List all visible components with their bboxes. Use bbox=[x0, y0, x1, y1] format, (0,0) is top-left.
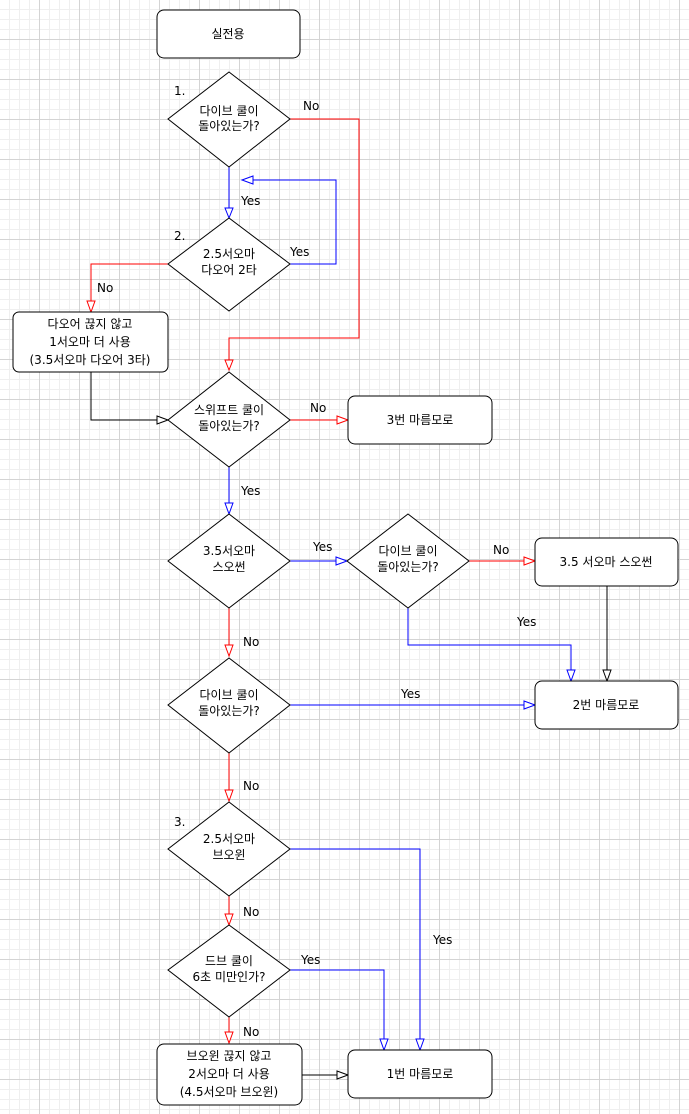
edge-d3-no-to-dv bbox=[224, 896, 234, 927]
decision-dive-cool-3: 다이브 쿨이 돌아있는가? bbox=[167, 657, 291, 754]
decision-35-seo-sun-line2: 스오썬 bbox=[212, 560, 245, 574]
process-bo-win-continue-line2: 2서오마 더 사용 bbox=[188, 1067, 270, 1081]
decision-25-bo-win-line2: 브오윈 bbox=[212, 848, 245, 862]
goto-diamond-1-label: 1번 마름모로 bbox=[387, 1067, 454, 1081]
label-no-dv: No bbox=[243, 1025, 259, 1039]
process-35-seo-sun: 3.5 서오마 스오썬 bbox=[534, 537, 679, 587]
edge-d2-no-to-daoeo bbox=[86, 263, 168, 314]
process-bo-win-continue: 브오윈 끊지 않고 2서오마 더 사용 (4.5서오마 브오윈) bbox=[156, 1043, 303, 1106]
label-no-d3: No bbox=[243, 905, 259, 919]
label-no-d2: No bbox=[97, 281, 113, 295]
edge-rbo-to-r1 bbox=[302, 1070, 350, 1080]
edge-dive3-yes-to-r2 bbox=[290, 700, 537, 710]
decision-dive-cool-1: 다이브 쿨이 돌아있는가? bbox=[167, 71, 291, 168]
label-yes-dive3: Yes bbox=[400, 687, 420, 701]
decision-dive-cool-2: 다이브 쿨이 돌아있는가? bbox=[346, 513, 470, 609]
process-35-seo-sun-label: 3.5 서오마 스오썬 bbox=[560, 555, 653, 569]
decision-dive-cool-2-line1: 다이브 쿨이 bbox=[378, 544, 437, 558]
goto-diamond-1: 1번 마름모로 bbox=[347, 1049, 493, 1099]
edge-d1-no-to-swift bbox=[224, 118, 360, 372]
edge-daoeo-to-swift bbox=[90, 372, 170, 425]
decision-swift-cool-line1: 스위프트 쿨이 bbox=[194, 403, 264, 417]
decision-dive-cool-3-line1: 다이브 쿨이 bbox=[199, 688, 258, 702]
decision-25-bo-win: 2.5서오마 브오윈 bbox=[167, 801, 291, 897]
label-yes-d35: Yes bbox=[312, 540, 332, 554]
process-bo-win-continue-line3: (4.5서오마 브오윈) bbox=[180, 1085, 279, 1099]
edge-dive2-no-to-r35 bbox=[469, 556, 537, 566]
goto-diamond-2: 2번 마름모로 bbox=[534, 680, 679, 730]
decision-swift-cool-line2: 돌아있는가? bbox=[198, 419, 260, 433]
label-no-d1: No bbox=[303, 99, 319, 113]
label-no-swift: No bbox=[310, 401, 326, 415]
decision-daoeo-2hit: 2.5서오마 다오어 2타 bbox=[167, 217, 291, 312]
goto-diamond-3-label: 3번 마름모로 bbox=[387, 413, 454, 427]
decision-25-bo-win-line1: 2.5서오마 bbox=[203, 832, 255, 846]
process-daoeo-continue-line3: (3.5서오마 다오어 3타) bbox=[30, 353, 151, 367]
decision-dive-cool-1-line1: 다이브 쿨이 bbox=[199, 104, 258, 118]
edge-d1-to-d2 bbox=[224, 167, 234, 220]
decision-dive-cool-3-line2: 돌아있는가? bbox=[198, 704, 260, 718]
edge-dive3-no-to-d3 bbox=[224, 753, 234, 803]
decision-dive-cool-2-line2: 돌아있는가? bbox=[377, 560, 439, 574]
decision-daoeo-2hit-line1: 2.5서오마 bbox=[203, 247, 255, 261]
decision-35-seo-sun-line1: 3.5서오마 bbox=[203, 544, 255, 558]
number-2: 2. bbox=[174, 229, 185, 243]
decision-dv-cool-line1: 드브 쿨이 bbox=[205, 954, 253, 968]
edge-d35-yes-to-dive2 bbox=[290, 556, 349, 566]
label-yes-swift: Yes bbox=[240, 484, 260, 498]
number-3: 3. bbox=[174, 815, 185, 829]
edge-r35-to-r2 bbox=[602, 586, 612, 683]
label-yes-d2: Yes bbox=[289, 245, 309, 259]
label-yes-dv: Yes bbox=[300, 953, 320, 967]
decision-dive-cool-1-line2: 돌아있는가? bbox=[198, 119, 260, 133]
label-yes-d3: Yes bbox=[432, 933, 452, 947]
label-yes-d1: Yes bbox=[240, 194, 260, 208]
goto-diamond-3: 3번 마름모로 bbox=[347, 395, 493, 445]
process-daoeo-continue: 다오어 끊지 않고 1서오마 더 사용 (3.5서오마 다오어 3타) bbox=[12, 311, 169, 373]
edge-d3-yes-to-r1 bbox=[290, 848, 425, 1052]
edge-d2-yes-loop bbox=[240, 175, 337, 265]
label-yes-dive2: Yes bbox=[516, 615, 536, 629]
decision-daoeo-2hit-line2: 다오어 2타 bbox=[201, 263, 257, 277]
label-no-dive2: No bbox=[493, 543, 509, 557]
edge-d35-no-to-dive3 bbox=[224, 608, 234, 658]
label-no-d35: No bbox=[243, 635, 259, 649]
edge-dive2-yes-to-r2 bbox=[407, 607, 576, 683]
start-node-label: 실전용 bbox=[211, 27, 244, 41]
decision-swift-cool: 스위프트 쿨이 돌아있는가? bbox=[167, 371, 291, 468]
process-bo-win-continue-line1: 브오윈 끊지 않고 bbox=[187, 1049, 272, 1063]
label-no-dive3: No bbox=[243, 779, 259, 793]
decision-dv-cool: 드브 쿨이 6초 미만인가? bbox=[167, 924, 291, 1018]
decision-35-seo-sun: 3.5서오마 스오썬 bbox=[167, 513, 291, 609]
edge-dv-yes-to-r1 bbox=[290, 969, 389, 1052]
decision-dv-cool-line2: 6초 미만인가? bbox=[192, 970, 265, 984]
edge-dv-no-to-rbo bbox=[224, 1017, 234, 1045]
process-daoeo-continue-line1: 다오어 끊지 않고 bbox=[48, 317, 133, 331]
number-1: 1. bbox=[174, 84, 185, 98]
edge-swift-yes-to-d35 bbox=[224, 467, 234, 516]
edge-swift-no-to-r3 bbox=[290, 415, 350, 425]
goto-diamond-2-label: 2번 마름모로 bbox=[573, 698, 640, 712]
process-daoeo-continue-line2: 1서오마 더 사용 bbox=[49, 335, 131, 349]
start-node: 실전용 bbox=[156, 9, 301, 59]
